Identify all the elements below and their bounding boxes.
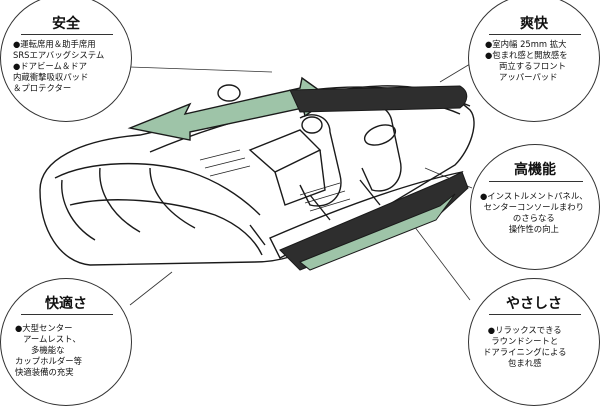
gentleness-text: ●リラックスできる ラウンドシートと ドアライニングによる 包まれ感 bbox=[483, 325, 567, 369]
gentleness-title: やさしさ bbox=[506, 296, 562, 312]
roominess-text: ●室内幅 25mm 拡大 ●包まれ感と開放感を 両立するフロント アッパーパッド bbox=[485, 39, 568, 83]
safety-line: ＆プロテクター bbox=[13, 83, 72, 93]
safety-line: 内蔵衝撃吸収パッド bbox=[13, 72, 89, 82]
door-lining-accent bbox=[279, 171, 469, 271]
upper-pad-accent bbox=[127, 76, 468, 141]
functionality-line: ●インストルメントパネル、 bbox=[480, 191, 588, 201]
comfort-line: カップホルダー等 bbox=[15, 356, 82, 366]
gentleness-line: ●リラックスできる bbox=[487, 325, 562, 335]
gentleness-callout: やさしさ ●リラックスできる ラウンドシートと ドアライニングによる 包まれ感 bbox=[468, 278, 600, 406]
gentleness-line: ラウンドシートと bbox=[491, 336, 559, 346]
functionality-callout: 高機能 ●インストルメントパネル、 センターコンソールまわり のさらなる 操作性… bbox=[470, 144, 600, 270]
roominess-callout: 爽快 ●室内幅 25mm 拡大 ●包まれ感と開放感を 両立するフロント アッパー… bbox=[468, 0, 600, 122]
comfort-divider bbox=[21, 314, 113, 315]
gentleness-line: 包まれ感 bbox=[508, 358, 542, 368]
floor-hatching bbox=[199, 149, 351, 212]
functionality-text: ●インストルメントパネル、 センターコンソールまわり のさらなる 操作性の向上 bbox=[480, 191, 588, 235]
safety-line: SRSエアバッグシステム bbox=[13, 50, 105, 60]
safety-line: ●運転席用＆助手席用 bbox=[13, 39, 96, 49]
functionality-divider bbox=[489, 181, 583, 182]
functionality-line: センターコンソールまわり bbox=[483, 202, 585, 212]
comfort-line: 快適装備の充実 bbox=[15, 367, 74, 377]
comfort-title: 快適さ bbox=[45, 296, 87, 312]
comfort-text: ●大型センター アームレスト、 多機能な カップホルダー等 快適装備の充実 bbox=[15, 323, 82, 378]
roominess-divider bbox=[489, 34, 581, 35]
functionality-line: のさらなる bbox=[512, 213, 555, 223]
safety-title: 安全 bbox=[52, 16, 80, 32]
roominess-line: ●室内幅 25mm 拡大 bbox=[485, 39, 567, 49]
comfort-callout: 快適さ ●大型センター アームレスト、 多機能な カップホルダー等 快適装備の充… bbox=[0, 278, 132, 406]
comfort-line: 多機能な bbox=[31, 345, 65, 355]
roominess-title: 爽快 bbox=[520, 16, 548, 32]
roominess-line: 両立するフロント bbox=[499, 61, 566, 71]
functionality-title: 高機能 bbox=[514, 162, 556, 178]
comfort-line: アームレスト、 bbox=[23, 334, 81, 344]
safety-callout: 安全 ●運転席用＆助手席用 SRSエアバッグシステム ●ドアビーム＆ドア 内蔵衝… bbox=[0, 0, 132, 122]
comfort-line: ●大型センター bbox=[15, 323, 73, 333]
roominess-line: アッパーパッド bbox=[499, 72, 558, 82]
safety-line: ●ドアビーム＆ドア bbox=[13, 61, 88, 71]
safety-text: ●運転席用＆助手席用 SRSエアバッグシステム ●ドアビーム＆ドア 内蔵衝撃吸収… bbox=[13, 39, 104, 94]
gentleness-divider bbox=[489, 314, 581, 315]
roominess-line: ●包まれ感と開放感を bbox=[485, 50, 568, 60]
functionality-line: 操作性の向上 bbox=[508, 224, 559, 234]
safety-divider bbox=[21, 34, 113, 35]
gentleness-line: ドアライニングによる bbox=[483, 347, 567, 357]
